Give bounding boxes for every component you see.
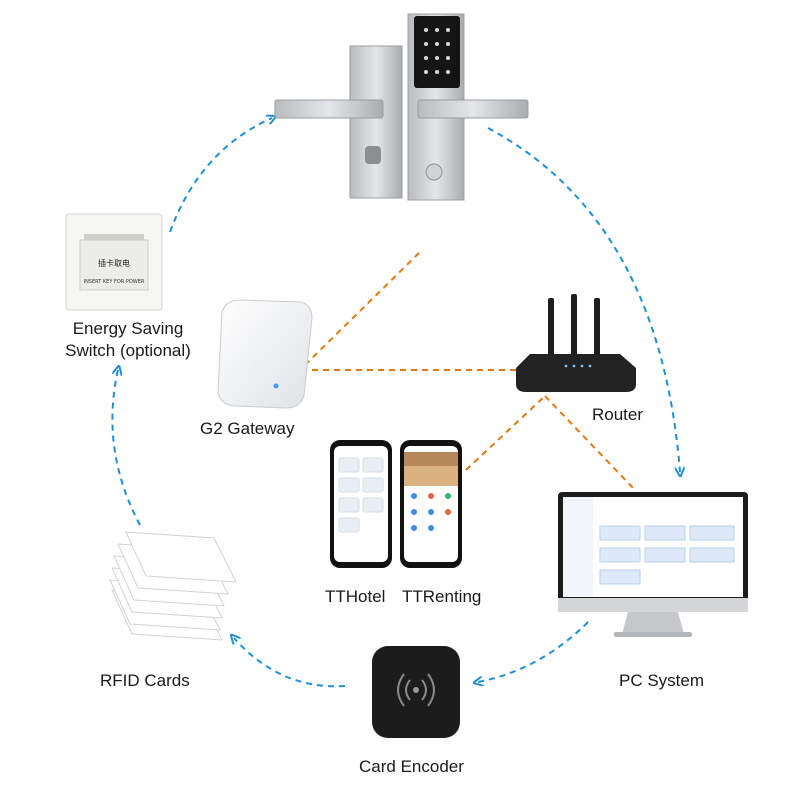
- arrow-pc-to-encoder: [478, 621, 589, 682]
- phone-icon-ttrenting: [400, 440, 462, 568]
- card-encoder-icon: [372, 646, 460, 738]
- switch-print-cn: 插卡取电: [98, 258, 130, 268]
- rfid-cards-icon: [109, 531, 237, 641]
- energy-switch-label: Energy Saving Switch (optional): [62, 318, 194, 362]
- pc-monitor-icon: [558, 492, 748, 637]
- energy-switch-label-line1: Energy Saving: [72, 319, 184, 338]
- router-label: Router: [592, 405, 644, 424]
- pc-label: PC System: [619, 671, 705, 690]
- switch-print-en: INSERT KEY FOR POWER: [84, 279, 145, 285]
- router-icon: [516, 294, 636, 392]
- arrow-encoder-to-rfid: [234, 638, 346, 688]
- encoder-label: Card Encoder: [359, 757, 464, 776]
- arrow-rfid-to-switch: [111, 370, 141, 526]
- gateway-icon: [217, 299, 313, 409]
- arrow-lock-to-pc: [487, 127, 680, 472]
- arrow-switch-to-lock: [169, 118, 272, 233]
- gateway-label: G2 Gateway: [200, 419, 295, 438]
- tthotel-label: TTHotel: [325, 587, 386, 606]
- cycle-arrows: [111, 118, 680, 688]
- network-links: [304, 251, 636, 491]
- energy-switch-label-line2: Switch (optional): [65, 341, 191, 360]
- energy-switch-icon: 插卡取电 INSERT KEY FOR POWER: [65, 213, 163, 311]
- smart-lock-icon: [274, 13, 529, 201]
- ttrenting-label: TTRenting: [402, 587, 482, 606]
- rfid-label: RFID Cards: [100, 671, 190, 690]
- phone-icon: [330, 440, 392, 568]
